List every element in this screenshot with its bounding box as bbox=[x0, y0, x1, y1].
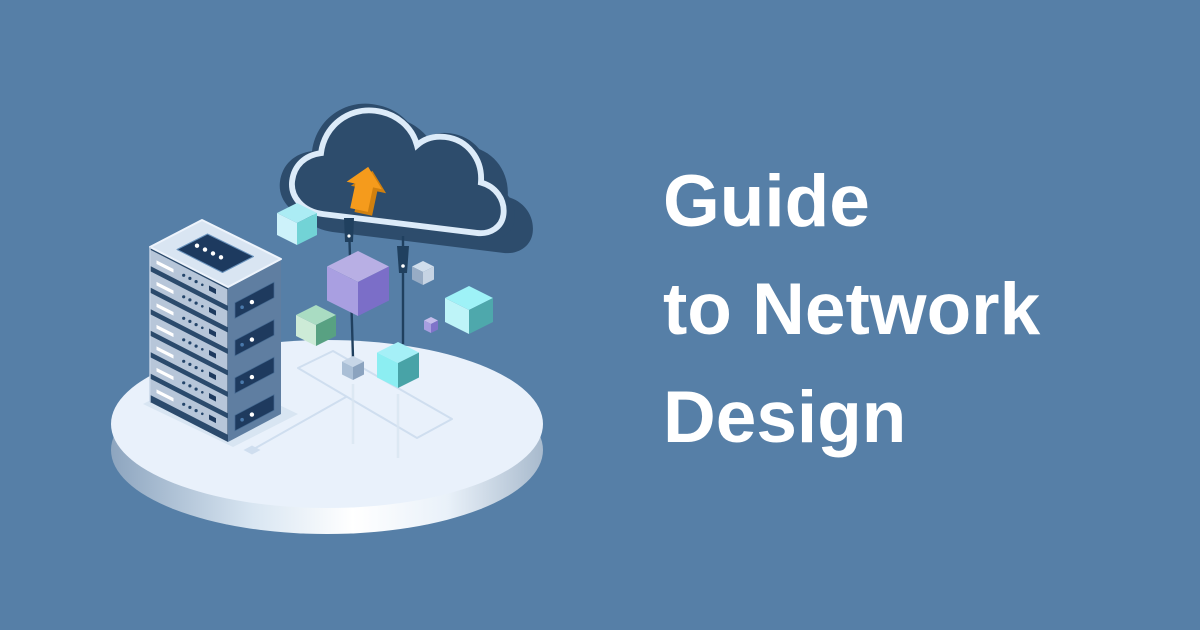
data-cube-icon bbox=[277, 203, 493, 388]
circuit-traces bbox=[243, 350, 453, 455]
cloud-server-illustration bbox=[111, 94, 545, 534]
cube-green bbox=[296, 305, 336, 346]
title-line-1: Guide bbox=[663, 161, 870, 242]
cable-reflections bbox=[351, 384, 400, 458]
title-line-2: to Network bbox=[663, 269, 1041, 350]
cube-cyan-right bbox=[445, 286, 493, 334]
cube-purple-large bbox=[327, 251, 389, 316]
cable-plug bbox=[397, 246, 409, 273]
cable-plug bbox=[344, 218, 354, 242]
cube-purple-tiny bbox=[424, 317, 438, 333]
upload-arrow-icon bbox=[346, 166, 387, 216]
cube-cyan-center bbox=[377, 342, 419, 388]
cube-steel-small bbox=[412, 261, 434, 285]
network-cable-icon bbox=[344, 218, 409, 359]
server-panel-leds bbox=[194, 243, 224, 260]
page-title: Guide to Network Design bbox=[663, 148, 1040, 472]
cube-cyan-small bbox=[277, 203, 317, 245]
cube-gray-small bbox=[342, 356, 364, 380]
server-rack-icon bbox=[149, 219, 282, 442]
title-line-3: Design bbox=[663, 377, 907, 458]
